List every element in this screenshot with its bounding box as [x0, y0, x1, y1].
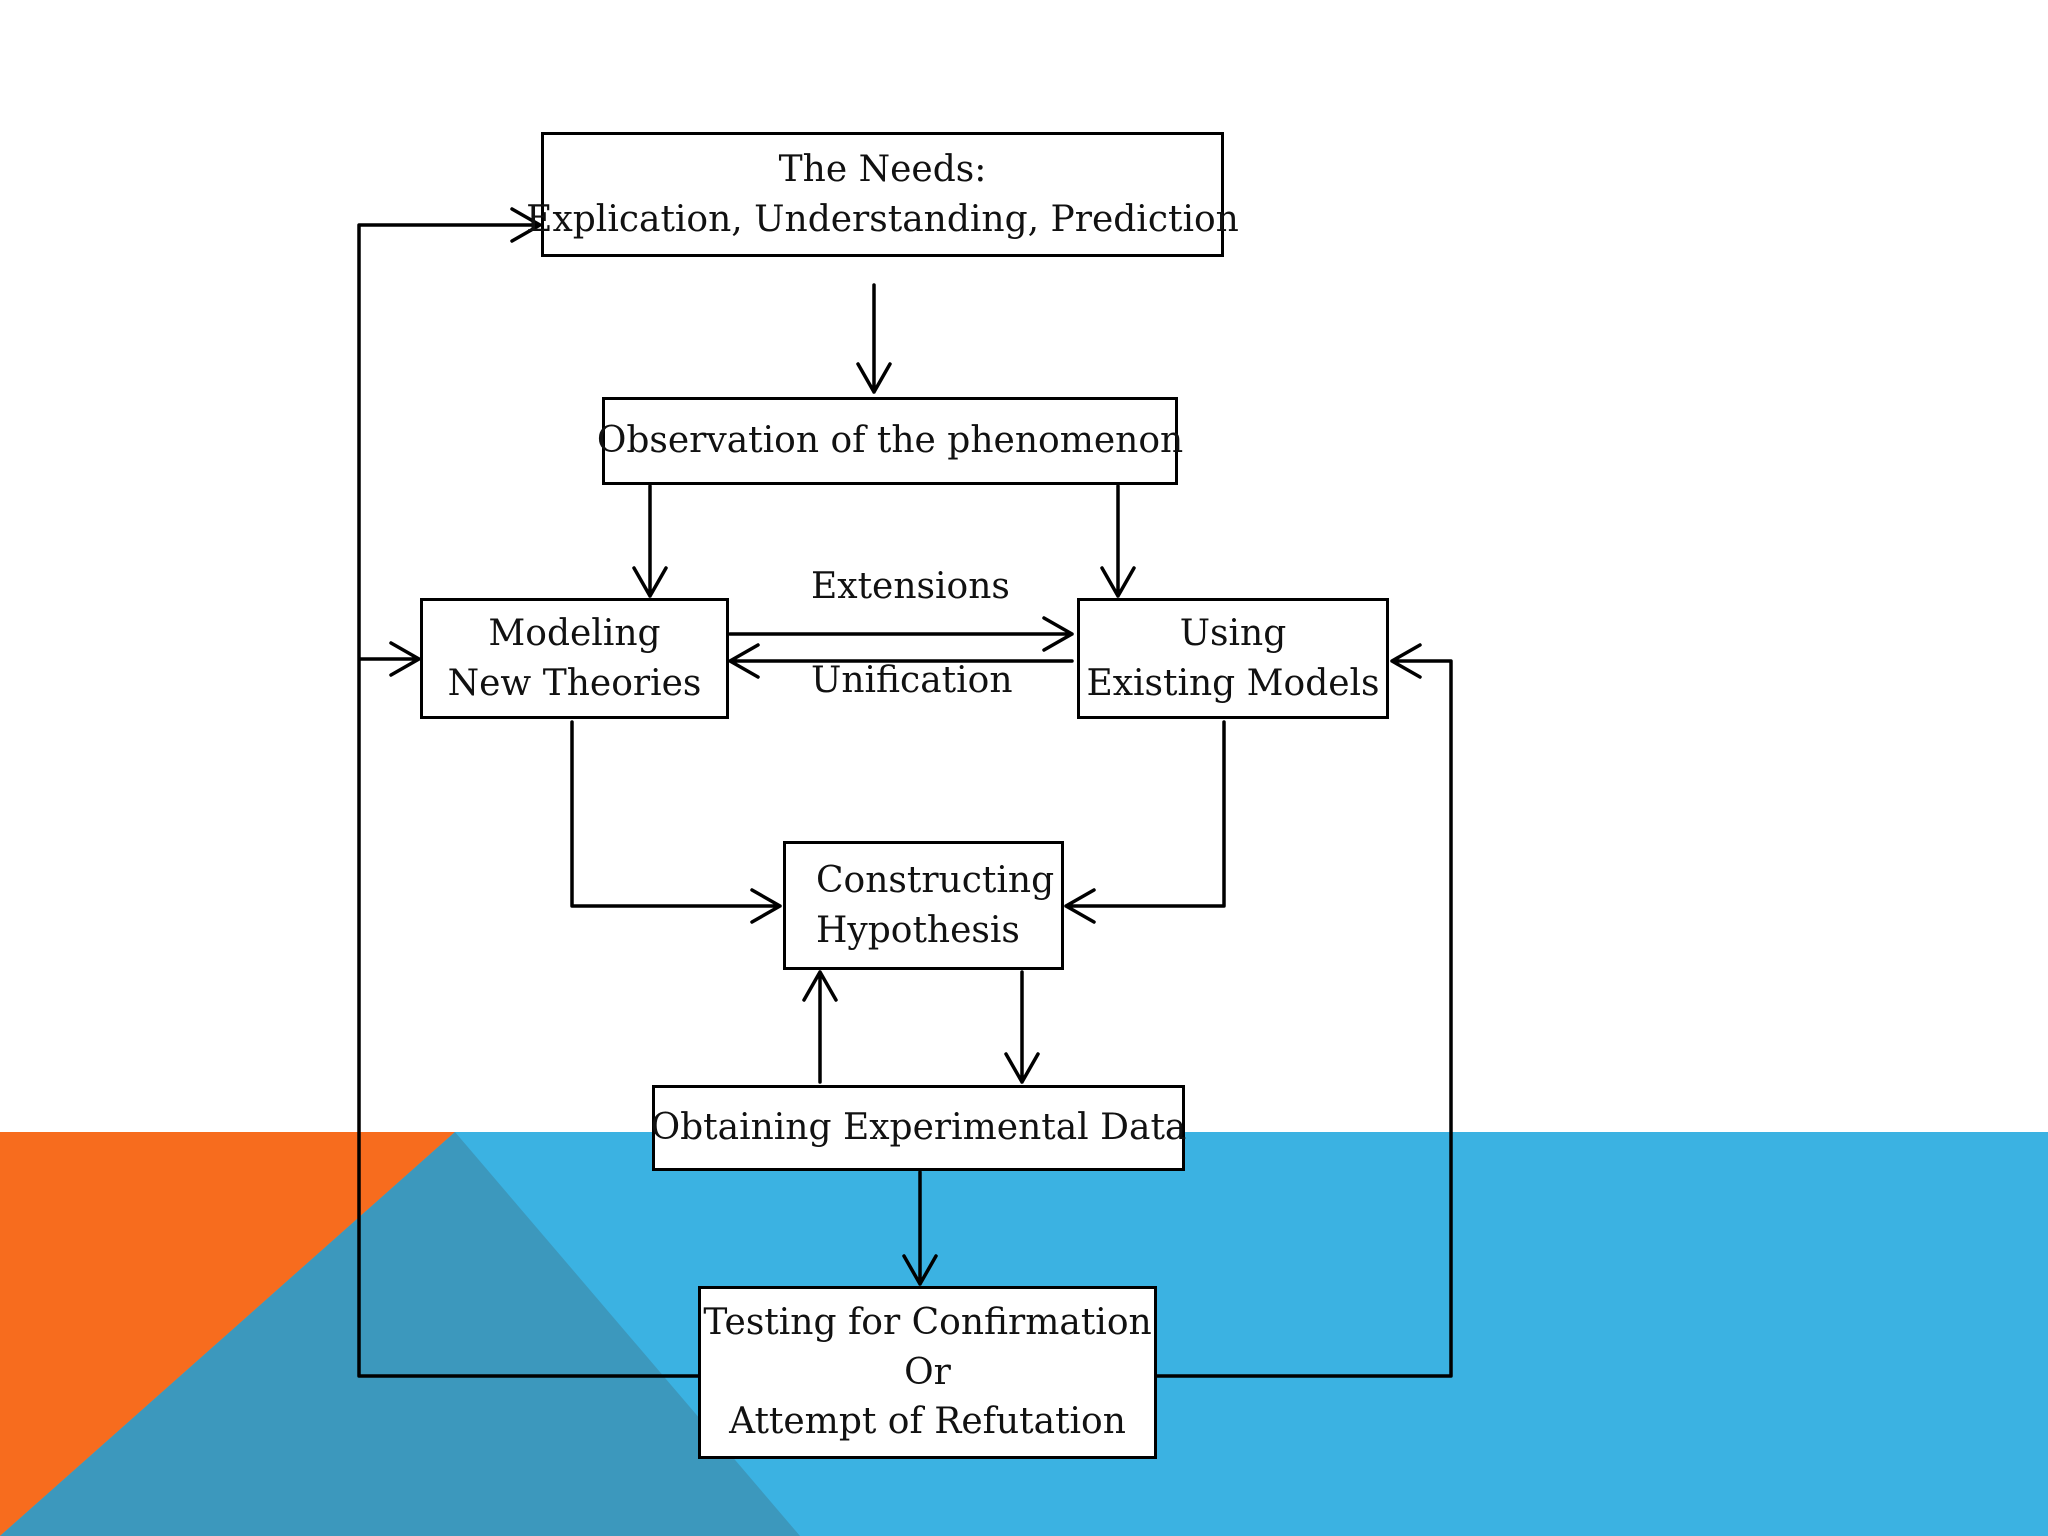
arrow-experimental-to-testing — [902, 1170, 938, 1286]
needs-subtitle: Explication, Understanding, Prediction — [526, 198, 1239, 240]
hypothesis-line-1: Constructing — [816, 859, 1055, 901]
testing-box: Testing for Confirmation Or Attempt of R… — [698, 1286, 1157, 1459]
unification-label: Unification — [811, 660, 1013, 701]
modeling-box: Modeling New Theories — [420, 598, 729, 719]
experimental-label: Obtaining Experimental Data — [650, 1107, 1187, 1149]
needs-box: The Needs: Explication, Understanding, P… — [526, 132, 1239, 257]
arrow-observation-to-using — [1100, 484, 1136, 598]
using-line-2: Existing Models — [1086, 662, 1380, 704]
modeling-line-1: Modeling — [488, 612, 661, 654]
hypothesis-box: Constructing Hypothesis — [783, 841, 1064, 970]
experimental-box: Obtaining Experimental Data — [650, 1085, 1187, 1171]
testing-line-2: Or — [904, 1351, 951, 1393]
extensions-label: Extensions — [811, 566, 1010, 607]
arrow-experimental-to-hypothesis — [802, 970, 838, 1084]
arrow-unification — [728, 643, 1074, 679]
feedback-loop-left — [357, 207, 700, 1378]
testing-line-1: Testing for Confirmation — [703, 1301, 1152, 1343]
hypothesis-line-2: Hypothesis — [816, 909, 1020, 951]
overlap-triangle — [0, 1132, 800, 1536]
arrow-observation-to-modeling — [632, 484, 668, 598]
arrow-needs-to-observation — [856, 283, 892, 394]
testing-line-3: Attempt of Refutation — [729, 1401, 1126, 1443]
arrow-extensions — [728, 616, 1074, 652]
arrow-modeling-to-hypothesis — [570, 720, 782, 924]
arrow-hypothesis-to-experimental — [1004, 970, 1040, 1084]
observation-label: Observation of the phenomenon — [596, 420, 1184, 462]
arrow-using-to-hypothesis — [1064, 720, 1226, 924]
modeling-line-2: New Theories — [447, 662, 702, 704]
observation-box: Observation of the phenomenon — [597, 397, 1183, 485]
using-box: Using Existing Models — [1077, 598, 1389, 719]
feedback-loop-right — [1155, 643, 1453, 1378]
needs-title: The Needs: — [778, 148, 987, 190]
using-line-1: Using — [1179, 612, 1287, 654]
